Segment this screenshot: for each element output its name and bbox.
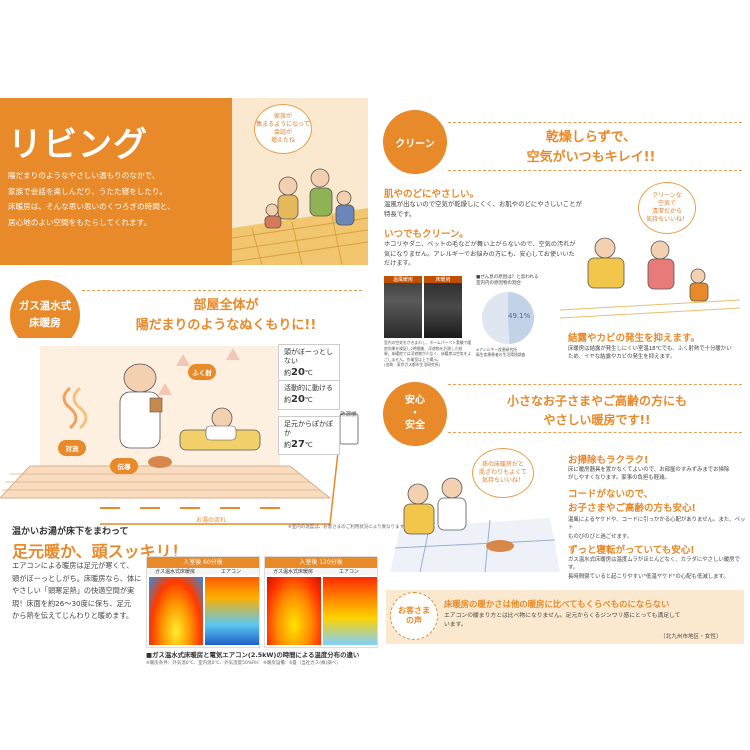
thermo-60-right-label: エアコン <box>203 568 259 575</box>
label-convection: 対流 <box>58 440 86 456</box>
safe-divider-bottom <box>448 432 742 433</box>
voice-panel <box>386 590 744 644</box>
label-radiant: ふく射 <box>188 364 216 380</box>
clean-p1: 温風が出ないので空気が乾燥しにくく、お肌やのどにやさしいことが特長です。 <box>384 200 582 218</box>
pie-slice-asthma <box>508 292 534 344</box>
safe-headline: 小さなお子さまやご高齢の方にもやさしい暖房です!! <box>506 394 687 427</box>
clean-photo-caption: 室内の空気をかきまわし、ホームパーペト実験で暖房効果を検証し2時間後、浮遊物を計… <box>384 340 472 367</box>
callout-body: 活動的に動ける 約20℃ <box>278 380 340 411</box>
clean-photo-warm-air: 温風暖房 <box>384 276 422 338</box>
gas-note: ※室内の温度は、お客さまのご利用状況により異なります <box>288 525 405 530</box>
clean-p3: 床暖房は結露が発生しにくい室温18℃でも、ふく射熱で十分暖かいため、イヤな結露や… <box>568 346 732 361</box>
thermo-60-time: 入室後 60分後 <box>147 557 259 568</box>
label-conduction: 伝導 <box>110 458 138 474</box>
photo-label-1: 温風暖房 <box>384 276 422 283</box>
thermo-120-right-label: エアコン <box>321 568 377 575</box>
warm-lead: 温かいお湯が床下をまわって <box>12 527 129 537</box>
thermo-120-image-aircon <box>323 577 377 645</box>
clean-h2: いつでもクリーン。 <box>384 229 469 240</box>
callout-head: 頭がぼーっとしない 約20℃ <box>278 344 340 384</box>
pie-title: ■ぜん息の原因は？と思われる室内内の原因物の割合 <box>476 275 539 287</box>
clean-photo-floor: 床暖房 <box>424 276 462 338</box>
safe-h2: コードがないので、お子さまやご高齢の方も安心! <box>568 489 696 515</box>
thermo-120-left-label: ガス温水式床暖房 <box>265 568 321 575</box>
thermo-panel-60: 入室後 60分後 ガス温水式床暖房 エアコン <box>146 556 260 648</box>
living-speech-bubble: 家族が集まるようになって会話が増えたね <box>254 104 312 154</box>
gas-headline: 部屋全体が陽だまりのようなぬくもりに!! <box>135 298 317 334</box>
safe-speech-bubble: 孫の床暖房だと肌ざわりもよくて気持ちいいね！ <box>472 448 534 498</box>
label-water-heater: 熱源機 <box>340 412 357 418</box>
safe-badge: 安心・安全 <box>383 382 447 446</box>
thermo-60-image-floor <box>149 577 203 645</box>
safe-h1: お掃除もラクラク! <box>568 455 649 466</box>
safe-p1: 床に暖房器具を置かなくてよいので、お部屋のすみずみまでお掃除がしやすくなります。… <box>568 467 730 482</box>
living-banner <box>0 98 232 265</box>
photo-label-2: 床暖房 <box>424 276 462 283</box>
pie-value: 49.1% <box>508 312 531 320</box>
label-flow: お湯の流れ <box>196 517 227 524</box>
clean-speech-bubble: クリーンな空気で清潔だから気持ちいいね！ <box>638 182 696 234</box>
clean-divider-top <box>448 122 742 123</box>
voice-body: エアコンの暖まり方とは比べ物になりません。足元からくるジンワリ感にとっても満足し… <box>444 613 681 629</box>
voice-author: （北九州市地区・女性） <box>660 634 722 640</box>
thermo-60-image-aircon <box>205 577 259 645</box>
gas-divider-top <box>82 290 362 291</box>
clean-h3: 結露やカビの発生を抑えます。 <box>568 333 701 344</box>
thermo-120-image-floor <box>267 577 321 645</box>
living-body: 陽だまりのようなやさしい温もりのなかで、家族で会話を楽しんだり、うたた寝をしたり… <box>8 171 175 227</box>
clean-p2: ホコリやダニ、ペットの毛などが舞い上がらないので、空気の汚れが気になりません。ア… <box>384 241 576 268</box>
safe-p2: 温風によるヤケドや、コードに引っかかる心配がありません。また、ペットものびのびと… <box>568 517 746 540</box>
thermo-panel-120: 入室後 120分後 ガス温水式床暖房 エアコン <box>264 556 378 648</box>
living-family-illustration <box>232 168 368 265</box>
callout-feet: 足元からぽかぽか 約27℃ <box>278 416 340 456</box>
clean-headline: 乾燥しらずで、空気がいつもキレイ!! <box>526 130 656 166</box>
thermo-caption: ■ガス温水式床暖房と電気エアコン(2.5kW)の時間による温度分布の違い <box>146 651 360 659</box>
warm-headline: 足元暖か、頭スッキリ！ <box>12 542 188 561</box>
clean-pie-chart <box>482 292 534 344</box>
voice-badge: お客さまの声 <box>390 592 438 640</box>
safe-p3: ガス温水式床暖房は温度ムラがほとんどなく、カラダにやさしい暖房です。長時間寝てい… <box>568 557 740 580</box>
safe-divider-top <box>448 384 742 385</box>
clean-badge: クリーン <box>383 110 447 174</box>
voice-headline: 床暖房の暖かさは他の暖房に比べてもくらべものにならない <box>444 599 670 609</box>
safe-h3: ずっと寝転がっていても安心! <box>568 545 695 556</box>
living-title: リビング <box>8 125 148 165</box>
thermo-120-time: 入室後 120分後 <box>265 557 377 568</box>
clean-h1: 肌やのどにやさしい。 <box>384 189 480 200</box>
warm-body: エアコンによる暖房は足元が寒くて、頭がぼーっとしがち。床暖房なら、体にやさしい「… <box>12 561 142 621</box>
thermo-caption-small: ※暖房条件：外気温0℃、室内温0℃、外気湿度50%RH ※暖房設備：6畳（当社ガ… <box>146 661 341 666</box>
pie-source: ※アレルギー疾患研究所衛生疾患患者の生活環境調査 <box>476 347 526 358</box>
clean-family-illustration <box>560 237 740 319</box>
thermo-60-left-label: ガス温水式床暖房 <box>147 568 203 575</box>
safe-grandparents-illustration <box>390 477 560 572</box>
clean-divider-bottom <box>448 170 742 171</box>
